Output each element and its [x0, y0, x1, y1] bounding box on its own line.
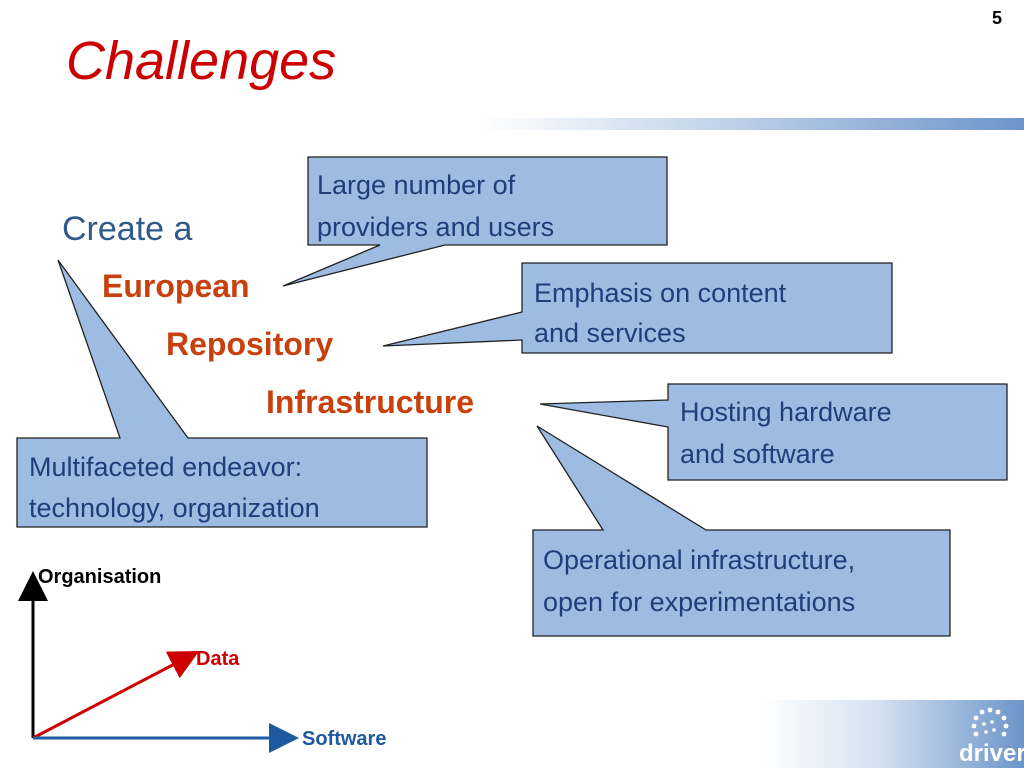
term-repository: Repository — [166, 326, 334, 362]
axis-label-software: Software — [302, 728, 387, 750]
axis-label-data: Data — [196, 648, 240, 670]
title-underline-gradient — [480, 118, 1024, 130]
callout-operational-line-2: open for experimentations — [543, 587, 855, 617]
callout-multifaceted: Multifaceted endeavor: technology, organ… — [16, 259, 428, 528]
callout-large-number-line-1: Large number of — [317, 170, 516, 200]
callout-hosting-line-2: and software — [680, 439, 835, 469]
slide-number: 5 — [992, 8, 1003, 28]
callout-emphasis: Emphasis on content and services — [382, 262, 893, 354]
callout-operational: Operational infrastructure, open for exp… — [532, 425, 951, 637]
callout-large-number: Large number of providers and users — [282, 156, 668, 287]
callout-emphasis-line-1: Emphasis on content — [534, 278, 787, 308]
callout-hosting-line-1: Hosting hardware — [680, 397, 892, 427]
callout-operational-line-1: Operational infrastructure, — [543, 545, 855, 575]
slide-title: Challenges — [66, 31, 337, 91]
driver-logo-icon — [971, 707, 1009, 737]
axis-label-organisation: Organisation — [38, 566, 162, 588]
logo-wordmark: driver — [959, 740, 1024, 767]
callout-multifaceted-line-2: technology, organization — [29, 493, 320, 523]
data-axis-arrow — [32, 651, 200, 740]
term-european: European — [102, 268, 250, 304]
callout-large-number-line-2: providers and users — [317, 212, 554, 242]
callout-multifaceted-line-1: Multifaceted endeavor: — [29, 452, 302, 482]
callout-hosting: Hosting hardware and software — [539, 383, 1008, 481]
intro-text: Create a — [62, 210, 193, 248]
callout-emphasis-line-2: and services — [534, 318, 686, 348]
term-infrastructure: Infrastructure — [266, 384, 475, 420]
